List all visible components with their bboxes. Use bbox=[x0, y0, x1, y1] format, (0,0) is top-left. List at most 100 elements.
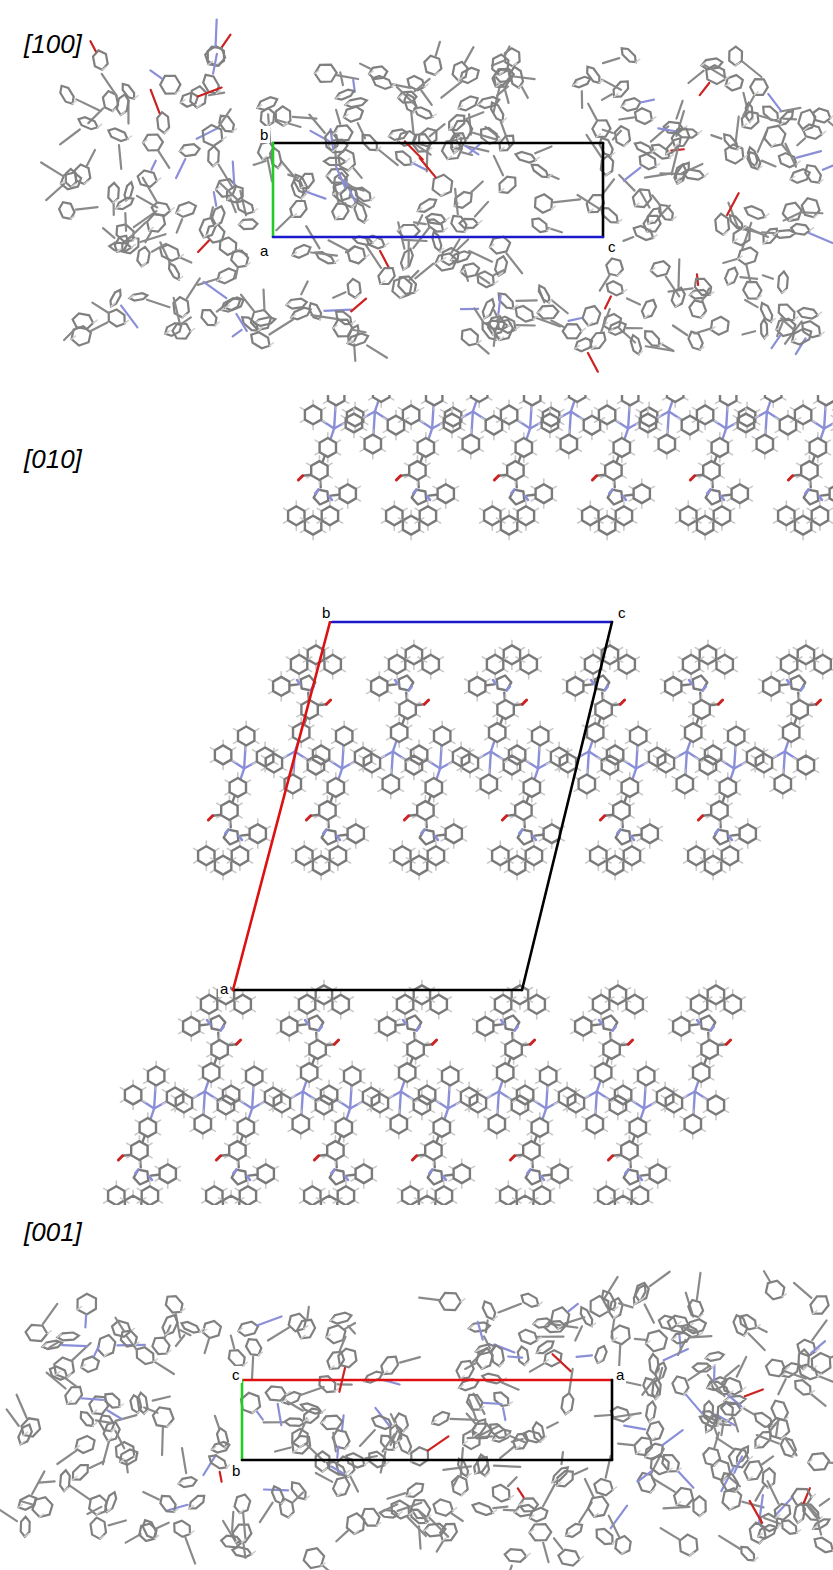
aromatic-ring bbox=[399, 676, 414, 691]
aromatic-ring bbox=[399, 700, 415, 719]
bond-stick bbox=[249, 1174, 256, 1177]
aromatic-ring bbox=[344, 1067, 360, 1086]
bond-stick bbox=[821, 494, 828, 497]
nitrogen-stick bbox=[703, 686, 706, 690]
aromatic-ring bbox=[685, 723, 701, 742]
bond-stick bbox=[205, 1082, 208, 1092]
aromatic-ring bbox=[309, 1040, 325, 1059]
bond-stick bbox=[154, 1102, 167, 1109]
aromatic-ring bbox=[665, 677, 681, 696]
nitrogen-stick bbox=[493, 680, 496, 684]
oxygen-stick bbox=[334, 1040, 338, 1044]
aromatic-ring bbox=[407, 1016, 422, 1031]
aromatic-ring bbox=[305, 516, 321, 535]
oxygen-stick bbox=[424, 700, 428, 704]
aromatic-ring bbox=[230, 778, 246, 797]
nitrogen-stick bbox=[591, 680, 594, 684]
bond-stick bbox=[527, 494, 534, 497]
bond-stick bbox=[693, 1091, 694, 1114]
aromatic-ring bbox=[599, 405, 615, 424]
aromatic-ring bbox=[391, 723, 407, 742]
bond-stick bbox=[824, 405, 825, 428]
bond-stick bbox=[538, 745, 539, 768]
aromatic-ring bbox=[327, 1141, 343, 1160]
bond-stick bbox=[429, 494, 436, 497]
bond-stick bbox=[339, 1136, 341, 1141]
bond-stick bbox=[201, 1023, 208, 1026]
aromatic-ring bbox=[320, 438, 336, 457]
aromatic-ring bbox=[622, 395, 638, 405]
hydrogen-stick bbox=[832, 422, 833, 425]
nitrogen-stick bbox=[331, 1169, 334, 1173]
aromatic-ring bbox=[314, 490, 329, 505]
aromatic-ring bbox=[495, 995, 511, 1014]
aromatic-ring bbox=[328, 778, 344, 797]
aromatic-ring bbox=[630, 727, 646, 746]
aromatic-ring bbox=[301, 1063, 317, 1082]
aromatic-ring bbox=[775, 775, 791, 794]
bond-stick bbox=[321, 420, 334, 428]
nitrogen-stick bbox=[605, 686, 608, 690]
aromatic-ring bbox=[518, 830, 533, 845]
bond-stick bbox=[244, 745, 245, 768]
nitrogen-stick bbox=[225, 829, 228, 833]
bond-stick bbox=[203, 1091, 204, 1114]
aromatic-ring bbox=[221, 801, 237, 820]
aromatic-ring bbox=[693, 676, 708, 691]
nitrogen-stick bbox=[409, 686, 412, 690]
oxygen-stick bbox=[726, 1040, 730, 1044]
aromatic-ring bbox=[183, 1017, 199, 1036]
bond-stick bbox=[615, 420, 628, 428]
oxygen-stick bbox=[396, 476, 400, 480]
bond-stick bbox=[723, 429, 726, 439]
aromatic-ring bbox=[587, 723, 603, 742]
nitrogen-stick bbox=[297, 680, 300, 684]
bond-stick bbox=[598, 718, 600, 723]
aromatic-ring bbox=[309, 1016, 324, 1031]
aromatic-ring bbox=[313, 856, 329, 875]
aromatic-ring bbox=[330, 846, 346, 865]
oxygen-stick bbox=[592, 476, 596, 480]
nitrogen-stick bbox=[519, 829, 522, 833]
aromatic-ring bbox=[515, 801, 531, 820]
nitrogen-stick bbox=[305, 1020, 308, 1024]
bond-stick bbox=[713, 420, 726, 428]
aromatic-ring bbox=[801, 461, 817, 480]
bond-stick bbox=[538, 762, 551, 769]
bond-stick bbox=[440, 745, 441, 768]
bond-stick bbox=[486, 1091, 499, 1098]
bond-stick bbox=[695, 1082, 698, 1092]
bond-stick bbox=[519, 456, 521, 461]
aromatic-ring bbox=[386, 506, 402, 525]
aromatic-ring bbox=[108, 1186, 124, 1205]
bond-stick bbox=[380, 751, 393, 758]
aromatic-ring bbox=[497, 700, 513, 719]
aromatic-ring bbox=[521, 655, 537, 674]
aromatic-ring bbox=[575, 1017, 591, 1036]
aromatic-ring bbox=[509, 856, 525, 875]
bond-stick bbox=[691, 1023, 698, 1026]
nitrogen-stick bbox=[533, 836, 536, 840]
aromatic-ring bbox=[714, 506, 730, 525]
oxygen-stick bbox=[690, 476, 694, 480]
aromatic-ring bbox=[605, 461, 621, 480]
bond-stick bbox=[401, 1091, 414, 1099]
aromatic-ring bbox=[489, 723, 505, 742]
bond-stick bbox=[429, 429, 432, 439]
aromatic-ring bbox=[215, 856, 231, 875]
bond-stick bbox=[636, 745, 637, 768]
bond-stick bbox=[715, 456, 717, 461]
bond-stick bbox=[734, 762, 747, 769]
aromatic-ring bbox=[356, 1164, 372, 1183]
aromatic-ring bbox=[265, 1088, 281, 1107]
bond-stick bbox=[427, 760, 440, 768]
bond-stick bbox=[154, 1085, 155, 1108]
bond-stick bbox=[445, 1174, 452, 1177]
aromatic-ring bbox=[304, 1186, 320, 1205]
bond-stick bbox=[525, 760, 538, 768]
bond-stick bbox=[527, 796, 529, 801]
bond-stick bbox=[478, 751, 491, 758]
aromatic-ring bbox=[781, 655, 797, 674]
aromatic-ring bbox=[619, 655, 635, 674]
aromatic-ring bbox=[477, 1017, 493, 1036]
